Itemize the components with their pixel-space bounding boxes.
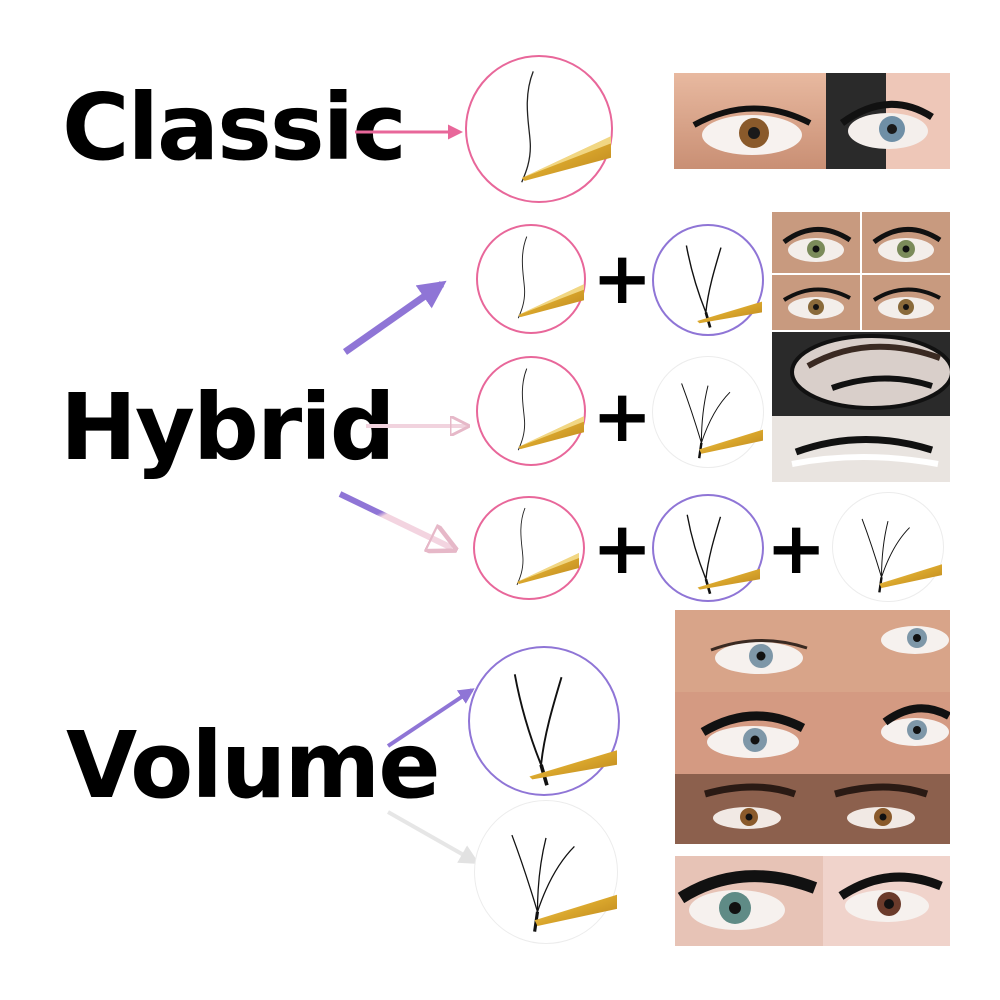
3d-fan-with-tweezer-icon [475, 801, 617, 943]
hybrid-row3-3d-fan-circle [832, 492, 944, 602]
volume-2d-fan-circle [468, 646, 620, 796]
hybrid-row3-single-lash-circle [473, 496, 585, 600]
3d-fan-with-tweezer-icon [833, 493, 943, 601]
3d-fan-with-tweezer-icon [653, 357, 763, 467]
classic-eye-photo [674, 73, 950, 169]
hybrid-row2-single-lash-circle [476, 356, 586, 466]
hybrid-heading: Hybrid [60, 374, 396, 481]
hybrid-arrow-bottom [338, 491, 452, 548]
classic-single-lash-circle [465, 55, 613, 203]
single-lash-with-tweezer-icon [478, 226, 584, 332]
volume-arrow-top [386, 688, 475, 748]
hybrid-eye-photo-mirror [772, 332, 950, 482]
hybrid-eye-photo-grid [772, 212, 950, 330]
hybrid-row2-3d-fan-circle [652, 356, 764, 468]
volume-eye-photos [675, 610, 950, 946]
2d-fan-with-tweezer-icon [470, 648, 618, 794]
2d-fan-with-tweezer-icon [654, 496, 762, 600]
hybrid-row3-2d-fan-circle [652, 494, 764, 602]
plus-sign: + [766, 506, 827, 590]
plus-sign: + [592, 236, 653, 320]
2d-fan-with-tweezer-icon [654, 226, 762, 334]
volume-arrow-bottom [387, 810, 480, 864]
classic-heading: Classic [62, 74, 407, 181]
single-lash-with-tweezer-icon [475, 498, 583, 598]
volume-heading: Volume [66, 712, 441, 819]
plus-sign: + [592, 374, 653, 458]
single-lash-with-tweezer-icon [467, 57, 611, 201]
plus-sign: + [592, 506, 653, 590]
hybrid-row1-single-lash-circle [476, 224, 586, 334]
hybrid-arrow-top [342, 280, 447, 355]
volume-3d-fan-circle [474, 800, 618, 944]
hybrid-row1-2d-fan-circle [652, 224, 764, 336]
single-lash-with-tweezer-icon [478, 358, 584, 464]
